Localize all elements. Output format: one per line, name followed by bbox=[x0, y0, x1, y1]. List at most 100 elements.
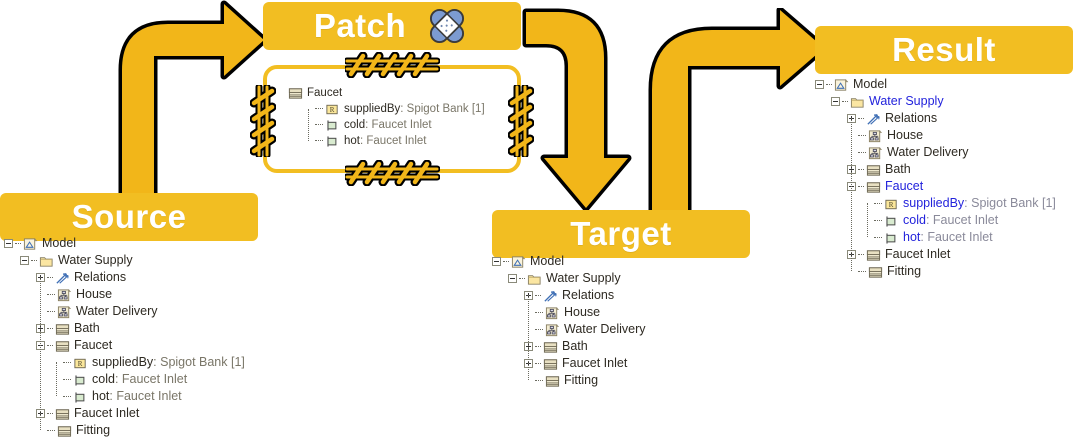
tree-row[interactable]: House bbox=[815, 127, 1056, 144]
tree-row[interactable]: Water Delivery bbox=[815, 144, 1056, 161]
tree-row-label: Water Delivery bbox=[887, 145, 969, 159]
tree-row-type: : Faucet Inlet bbox=[360, 135, 427, 147]
tree-guide-line bbox=[851, 118, 852, 271]
tree-row[interactable]: Bath bbox=[492, 338, 646, 355]
tree-row-label: Water Supply bbox=[546, 271, 621, 285]
collapse-toggle-icon[interactable] bbox=[492, 257, 501, 266]
banner-patch: Patch bbox=[263, 2, 521, 50]
tree-connector bbox=[858, 134, 866, 137]
tree-row[interactable]: Faucet Inlet bbox=[492, 355, 646, 372]
tree-connector bbox=[535, 379, 543, 382]
reference-icon: R bbox=[73, 356, 88, 370]
tree-row[interactable]: Water Delivery bbox=[4, 303, 245, 320]
tree-row-label: suppliedBy bbox=[92, 355, 154, 369]
block-icon bbox=[55, 322, 70, 336]
tree-row-type: : Faucet Inlet bbox=[925, 213, 999, 227]
tree-row[interactable]: Water Supply bbox=[4, 252, 245, 269]
tree-connector bbox=[826, 83, 832, 86]
tree-row[interactable]: House bbox=[4, 286, 245, 303]
tree-connector bbox=[47, 293, 55, 296]
tree-row-label: Faucet bbox=[307, 87, 343, 99]
diagram-icon bbox=[545, 306, 560, 320]
tree-row[interactable]: cold : Faucet Inlet bbox=[815, 212, 1056, 229]
tree-guide-line bbox=[56, 362, 57, 396]
relations-icon bbox=[55, 271, 70, 285]
tree-row[interactable]: Fitting bbox=[4, 422, 245, 439]
tree-connector bbox=[63, 361, 71, 364]
tree-row[interactable]: Model bbox=[815, 76, 1056, 93]
banner-result-label: Result bbox=[892, 31, 996, 68]
tree-row-label: Relations bbox=[562, 288, 615, 302]
arrow-patch-to-target bbox=[522, 8, 632, 212]
diagram-icon bbox=[57, 288, 72, 302]
tree-row[interactable]: Model bbox=[492, 253, 646, 270]
collapse-toggle-icon[interactable] bbox=[508, 274, 517, 283]
block-icon bbox=[866, 180, 881, 194]
tree-row-label: suppliedBy bbox=[903, 196, 965, 210]
tree-connector bbox=[315, 140, 323, 142]
block-icon bbox=[543, 340, 558, 354]
model-icon bbox=[834, 78, 849, 92]
collapse-toggle-icon[interactable] bbox=[831, 97, 840, 106]
diagram-icon bbox=[868, 146, 883, 160]
tree-connector bbox=[858, 151, 866, 154]
tree-row[interactable]: cold : Faucet Inlet bbox=[288, 117, 485, 133]
tree-connector bbox=[519, 277, 525, 280]
tree-row[interactable]: Model bbox=[4, 235, 245, 252]
tree-row[interactable]: Water Supply bbox=[815, 93, 1056, 110]
tree-row[interactable]: Fitting bbox=[815, 263, 1056, 280]
tree-row[interactable]: Relations bbox=[492, 287, 646, 304]
tree-row-label: cold bbox=[903, 213, 926, 227]
tree-connector bbox=[15, 242, 21, 245]
tree-row[interactable]: cold : Faucet Inlet bbox=[4, 371, 245, 388]
collapse-toggle-icon[interactable] bbox=[815, 80, 824, 89]
tree-guide-line bbox=[308, 109, 309, 141]
reference-icon: R bbox=[325, 102, 340, 116]
tree-row[interactable]: hot : Faucet Inlet bbox=[815, 229, 1056, 246]
diagram-icon bbox=[868, 129, 883, 143]
tree-row[interactable]: Fitting bbox=[492, 372, 646, 389]
tree-row-label: Faucet Inlet bbox=[74, 406, 140, 420]
tree-row-label: House bbox=[564, 305, 601, 319]
tree-connector bbox=[47, 310, 55, 313]
diagram-icon bbox=[545, 323, 560, 337]
folder-icon bbox=[39, 254, 54, 268]
tree-connector bbox=[315, 124, 323, 126]
tree-row-label: Fitting bbox=[887, 264, 922, 278]
tree-row-label: Water Delivery bbox=[76, 304, 158, 318]
tree-row-label: cold bbox=[344, 119, 366, 131]
tree-connector bbox=[874, 219, 882, 222]
tree-connector bbox=[842, 100, 848, 103]
tree-row[interactable]: Faucet bbox=[288, 85, 485, 101]
tree-row-type: : Faucet Inlet bbox=[114, 372, 188, 386]
tree-row[interactable]: Water Supply bbox=[492, 270, 646, 287]
arrow-source-to-patch bbox=[118, 0, 268, 200]
tree-connector bbox=[858, 253, 864, 256]
relations-icon bbox=[866, 112, 881, 126]
tree-connector bbox=[535, 328, 543, 331]
tree-connector bbox=[47, 429, 55, 432]
tree-connector bbox=[858, 117, 864, 120]
tree-row[interactable]: hot : Faucet Inlet bbox=[288, 133, 485, 149]
collapse-toggle-icon[interactable] bbox=[20, 256, 29, 265]
tree-row-label: Bath bbox=[74, 321, 100, 335]
tree-row[interactable]: Water Delivery bbox=[492, 321, 646, 338]
collapse-toggle-icon[interactable] bbox=[4, 239, 13, 248]
tree-connector bbox=[63, 378, 71, 381]
tree-row-label: Bath bbox=[885, 162, 911, 176]
tree-row-type: : Spigot Bank [1] bbox=[400, 103, 485, 115]
banner-target: Target bbox=[492, 210, 750, 258]
tree-row[interactable]: House bbox=[492, 304, 646, 321]
tree-connector bbox=[858, 168, 864, 171]
tree-connector bbox=[874, 236, 882, 239]
tree-row[interactable]: hot : Faucet Inlet bbox=[4, 388, 245, 405]
tree-connector bbox=[47, 412, 53, 415]
tree-connector bbox=[31, 259, 37, 262]
